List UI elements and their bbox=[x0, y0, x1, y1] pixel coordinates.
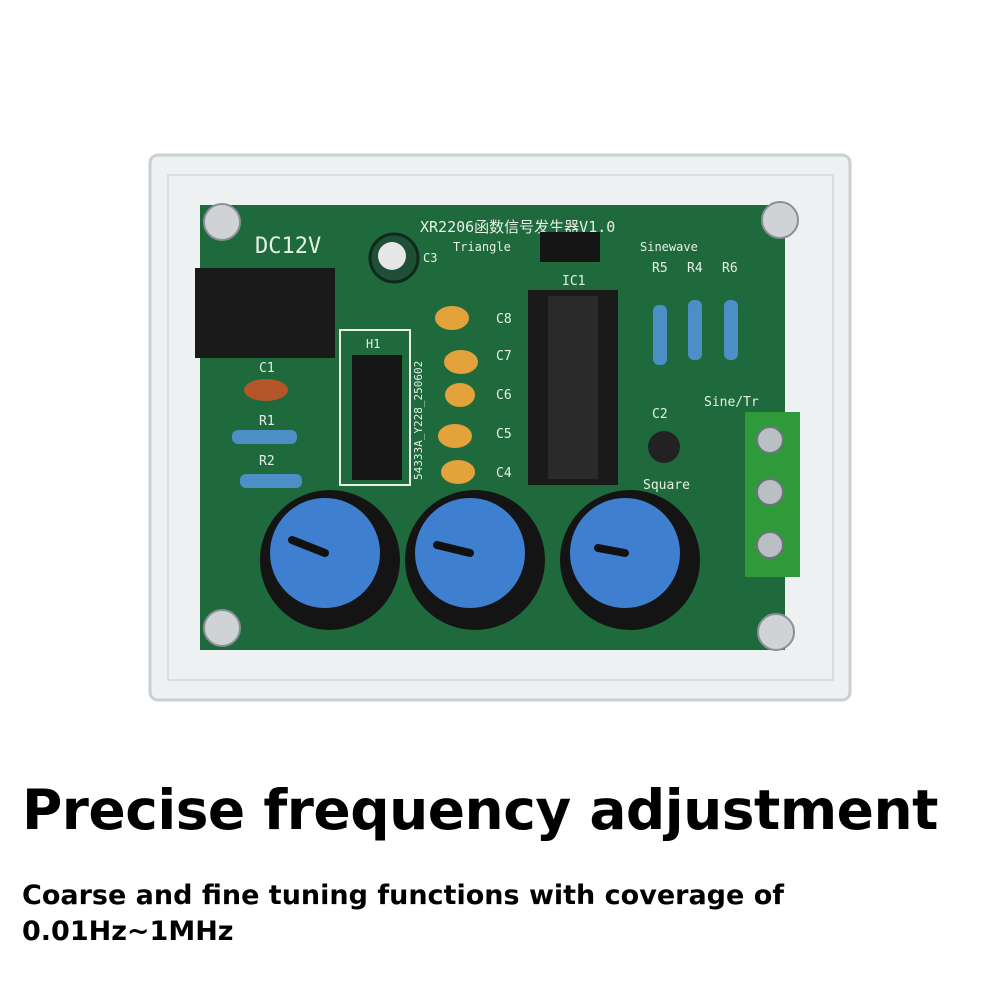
pin-header-h1 bbox=[352, 355, 402, 480]
label-c2: C2 bbox=[652, 407, 668, 422]
h1-outline bbox=[339, 329, 411, 486]
resistors bbox=[232, 300, 738, 488]
label-c1: C1 bbox=[259, 361, 275, 376]
waveform-jumper bbox=[540, 232, 600, 262]
label-c5: C5 bbox=[496, 427, 512, 442]
triangle-label: Triangle bbox=[453, 240, 511, 254]
label-r4: R4 bbox=[687, 261, 703, 276]
label-ic1: IC1 bbox=[562, 274, 585, 289]
sinewave-label: Sinewave bbox=[640, 240, 698, 254]
ceramic-capacitors bbox=[435, 306, 478, 484]
knob-fine-frequency[interactable] bbox=[560, 490, 700, 630]
label-c7: C7 bbox=[496, 349, 512, 364]
subtext: Coarse and fine tuning functions with co… bbox=[22, 880, 785, 947]
board-code: 54333A_Y228_250602 bbox=[412, 361, 425, 480]
label-c6: C6 bbox=[496, 388, 512, 403]
label-r6: R6 bbox=[722, 261, 738, 276]
screw-icon bbox=[203, 201, 799, 651]
label-h1: H1 bbox=[366, 337, 380, 351]
dc-jack bbox=[195, 268, 335, 358]
label-r1: R1 bbox=[259, 414, 275, 429]
output-label: Sine/Tr bbox=[704, 395, 759, 410]
label-r5: R5 bbox=[652, 261, 668, 276]
power-label: DC12V bbox=[255, 234, 321, 259]
capacitor-c3-top bbox=[378, 242, 406, 270]
product-photo: DC12V XR2206函数信号发生器V1.0 Triangle Sinewav… bbox=[148, 153, 852, 702]
square-label: Square bbox=[643, 478, 690, 493]
headline: Precise frequency adjustment bbox=[22, 778, 938, 842]
board-title: XR2206函数信号发生器V1.0 bbox=[420, 218, 615, 236]
label-c8: C8 bbox=[496, 312, 512, 327]
ic-chip bbox=[548, 296, 598, 479]
terminal-screws bbox=[756, 426, 784, 559]
knob-amplitude[interactable] bbox=[260, 490, 400, 630]
knob-coarse-frequency[interactable] bbox=[405, 490, 545, 630]
capacitor-c1 bbox=[244, 379, 288, 401]
label-c3: C3 bbox=[423, 251, 437, 265]
label-r2: R2 bbox=[259, 454, 275, 469]
case-inner-edge bbox=[167, 174, 834, 681]
label-c4: C4 bbox=[496, 466, 512, 481]
capacitor-c2 bbox=[648, 431, 680, 463]
